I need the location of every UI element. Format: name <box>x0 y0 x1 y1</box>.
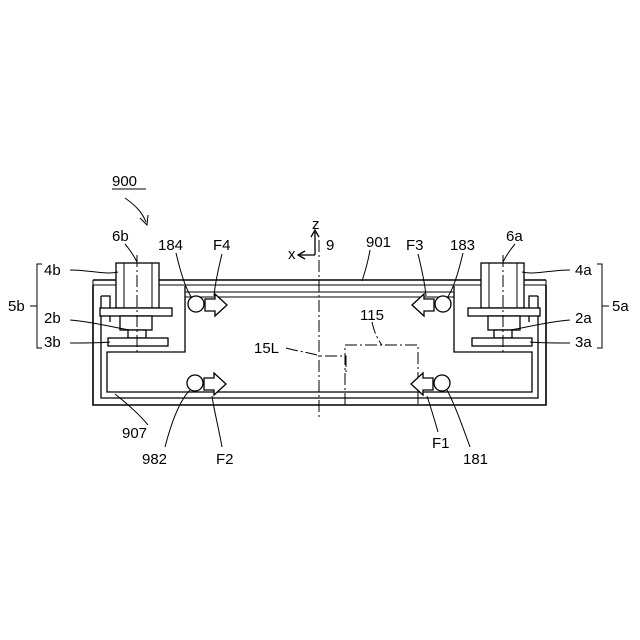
label-907: 907 <box>122 425 147 442</box>
label-F2: F2 <box>216 451 234 468</box>
label-5b: 5b <box>8 298 25 315</box>
label-F4: F4 <box>213 237 231 254</box>
left-mount-5b <box>100 255 172 355</box>
label-F3: F3 <box>406 237 424 254</box>
label-x: x <box>288 246 296 263</box>
label-4a: 4a <box>575 262 592 279</box>
label-901: 901 <box>366 234 391 251</box>
label-4b: 4b <box>44 262 61 279</box>
label-115: 115 <box>360 307 384 324</box>
label-3b: 3b <box>44 334 61 351</box>
label-2b: 2b <box>44 310 61 327</box>
label-982: 982 <box>142 451 167 468</box>
label-6a: 6a <box>506 228 523 245</box>
label-9: 9 <box>326 237 334 254</box>
label-15L: 15L <box>254 340 279 357</box>
label-900: 900 <box>112 173 137 190</box>
label-z: z <box>312 216 320 233</box>
label-6b: 6b <box>112 228 129 245</box>
sensor-183 <box>435 296 451 312</box>
label-181: 181 <box>463 451 488 468</box>
sensor-982 <box>187 375 203 391</box>
bracket-5b <box>30 264 42 348</box>
label-183: 183 <box>450 237 475 254</box>
bracket-5a <box>597 264 609 348</box>
label-3a: 3a <box>575 334 592 351</box>
sensor-184 <box>188 296 204 312</box>
label-2a: 2a <box>575 310 592 327</box>
label-184: 184 <box>158 237 183 254</box>
sensor-181 <box>434 375 450 391</box>
label-F1: F1 <box>432 435 450 452</box>
label-5a: 5a <box>612 298 629 315</box>
